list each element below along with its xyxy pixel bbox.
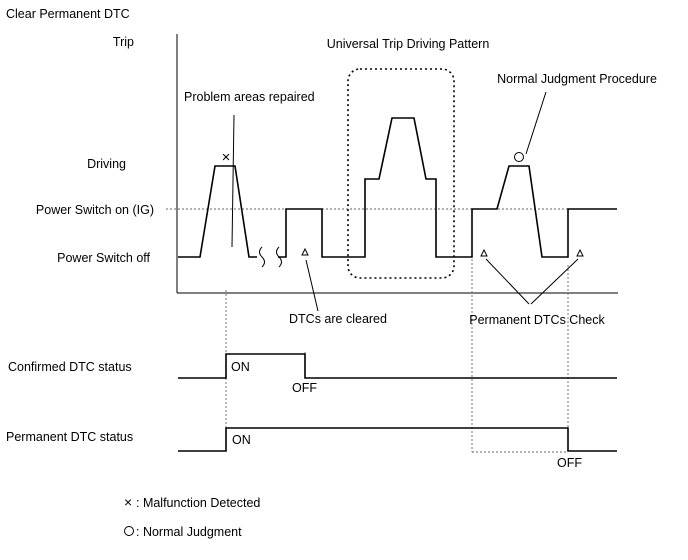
dtcs-cleared-label: DTCs are cleared [289, 312, 387, 326]
trip-waveform-2 [278, 117, 617, 258]
confirmed-status-label: Confirmed DTC status [8, 360, 132, 374]
normal-procedure-pointer [525, 91, 547, 155]
permanent-check-triangle-2 [576, 248, 584, 257]
confirmed-on-label: ON [231, 360, 250, 374]
permanent-check-label: Permanent DTCs Check [469, 313, 605, 327]
break-mark-1 [259, 246, 265, 268]
permanent-status-label: Permanent DTC status [6, 430, 133, 444]
power-on-level-label: Power Switch on (IG) [36, 203, 154, 217]
legend-malfunction-text: : Malfunction Detected [136, 496, 260, 510]
confirmed-off-label: OFF [292, 381, 317, 395]
trip-axis-label: Trip [113, 35, 134, 49]
permanent-check-pointer-2 [530, 258, 579, 305]
universal-trip-frame [347, 68, 455, 279]
legend-normal-text: : Normal Judgment [136, 525, 242, 539]
dtc-cleared-pointer [305, 259, 319, 312]
legend-malfunction-symbol: × [124, 494, 132, 510]
legend-normal-icon [124, 526, 134, 536]
problem-repaired-pointer [231, 114, 235, 248]
normal-procedure-label: Normal Judgment Procedure [497, 72, 657, 86]
normal-judgment-marker [514, 152, 524, 162]
universal-trip-label: Universal Trip Driving Pattern [327, 37, 490, 51]
permanent-status-waveform [178, 427, 617, 452]
trip-waveform-1 [178, 165, 257, 258]
permanent-check-pointer-1 [485, 258, 530, 305]
confirmed-status-waveform [178, 353, 617, 379]
dtc-clear-triangle [301, 247, 309, 256]
permanent-off-label: OFF [557, 456, 582, 470]
malfunction-marker: × [222, 149, 231, 166]
power-off-level-label: Power Switch off [57, 251, 150, 265]
permanent-on-label: ON [232, 433, 251, 447]
permanent-check-triangle-1 [480, 248, 488, 257]
diagram-title: Clear Permanent DTC [6, 7, 130, 21]
driving-level-label: Driving [87, 157, 126, 171]
problem-repaired-label: Problem areas repaired [184, 90, 315, 104]
